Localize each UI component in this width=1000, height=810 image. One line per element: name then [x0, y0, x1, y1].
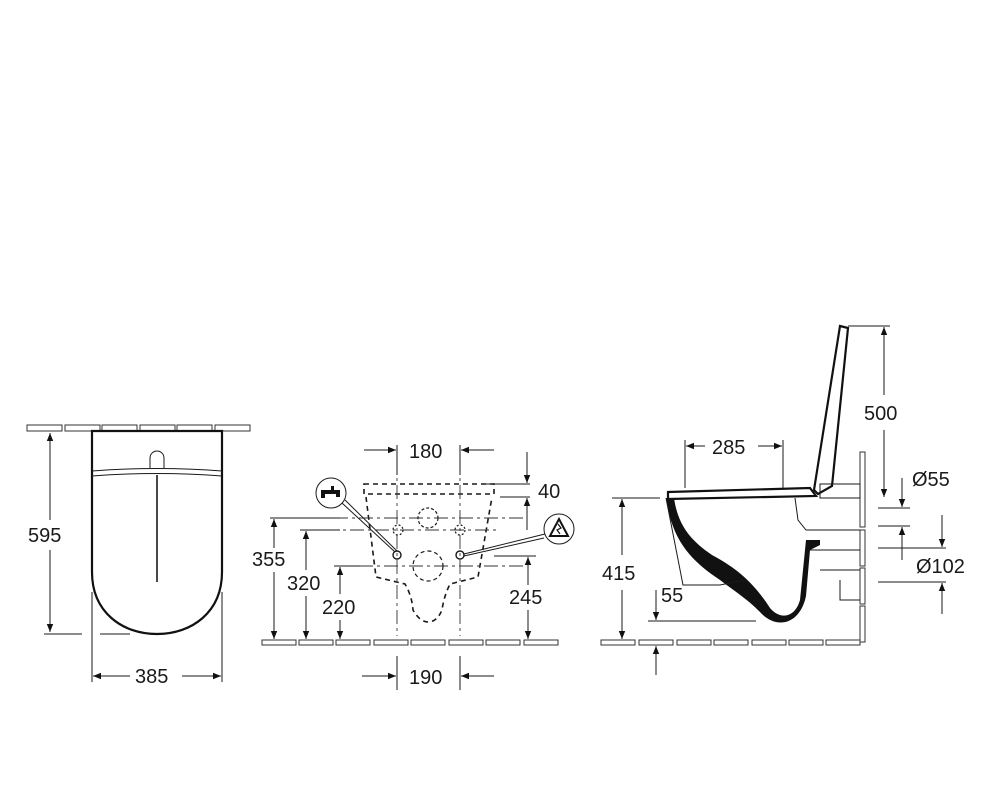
- dimension-height-320: 320: [287, 573, 320, 595]
- dimension-bottom-spacing: 190: [409, 667, 442, 689]
- dimension-height-355: 355: [252, 549, 285, 571]
- dimension-height-220: 220: [322, 597, 355, 619]
- rear-view: 180 40 355 320 220 245 190: [252, 441, 575, 690]
- dimension-inlet-diameter: Ø55: [912, 469, 950, 491]
- dimension-seat-depth: 285: [712, 437, 745, 459]
- dimension-height-245: 245: [509, 587, 542, 609]
- dimension-width: 385: [135, 666, 168, 688]
- floor-tiles: [261, 639, 559, 646]
- dimension-outlet-offset: 55: [661, 585, 683, 607]
- top-view: 595 385: [26, 424, 251, 688]
- dimension-lid-height: 500: [864, 403, 897, 425]
- dimension-seat-height: 415: [602, 563, 635, 585]
- dimension-top-spacing: 180: [409, 441, 442, 463]
- side-view: 500 285 415 55 Ø55 Ø102: [600, 324, 965, 675]
- electrical-warning-icon: [463, 513, 575, 557]
- dimension-top-offset: 40: [538, 481, 560, 503]
- wall: [859, 451, 866, 643]
- bowl-outline: [90, 429, 224, 636]
- wall-tiles: [26, 424, 251, 432]
- water-tap-icon: [315, 477, 398, 553]
- dimension-depth: 595: [28, 525, 61, 547]
- floor-tiles: [600, 639, 861, 646]
- dimension-outlet-diameter: Ø102: [916, 556, 965, 578]
